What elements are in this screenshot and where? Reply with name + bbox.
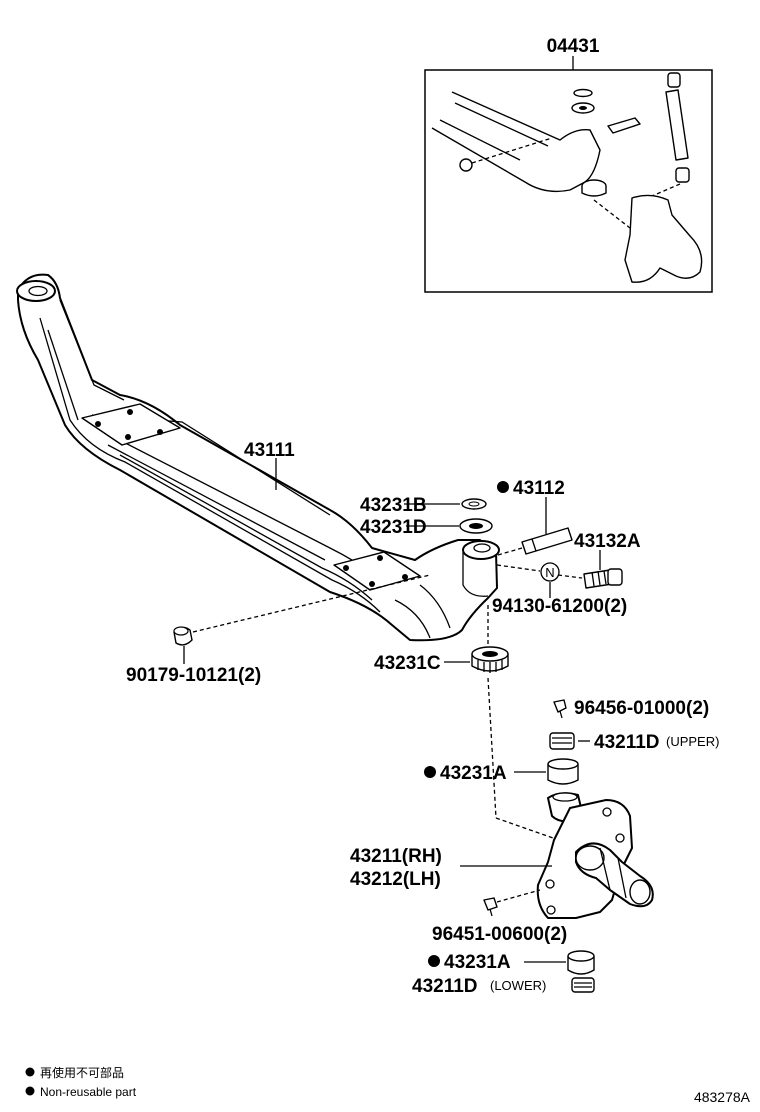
thrust-bearing (471, 646, 509, 673)
grease-fitting-upper (553, 699, 567, 719)
front-axle-beam (16, 273, 500, 642)
label-cap: 90179-10121(2) (126, 665, 261, 686)
legend: 再使用不可部品 Non-reusable part (25, 1065, 137, 1099)
non-reusable-marker-king-pin (497, 481, 509, 493)
cap-90179 (173, 626, 193, 646)
legend-japanese: 再使用不可部品 (40, 1065, 124, 1080)
inset-king-pin (607, 117, 641, 134)
label-bushing-a-lower: 43231A (444, 952, 511, 973)
spring-seat-left (81, 403, 181, 446)
nut-marker (540, 562, 560, 582)
label-lock-pin: 43132A (574, 531, 641, 552)
shim-43231b (461, 498, 487, 510)
steering-knuckle (536, 792, 654, 919)
illustration-ref: 483278A (694, 1089, 751, 1105)
label-grease-fitting-upper: 96456-01000(2) (574, 698, 709, 719)
label-bearing: 43231C (374, 653, 441, 674)
legend-english: Non-reusable part (40, 1085, 137, 1099)
inset-kit-box: 04431 (424, 36, 713, 293)
inset-knuckle (624, 194, 703, 283)
label-bushing-upper-qualifier: (UPPER) (666, 734, 719, 749)
bushing-a-lower (567, 950, 595, 975)
bushing-lower (571, 977, 595, 993)
bushing-upper (549, 732, 575, 750)
inset-long-pin (665, 89, 689, 161)
bushing-a-upper (547, 758, 579, 785)
shim-43231d (459, 518, 493, 534)
label-shim-b: 43231B (360, 495, 427, 516)
lock-pin-bolt (583, 568, 623, 589)
label-knuckle-rh: 43211(RH) (350, 846, 442, 867)
label-axle-beam: 43111 (244, 440, 295, 461)
non-reusable-marker-bushing-lower (428, 955, 440, 967)
inset-plug (459, 158, 473, 172)
label-knuckle-lh: 43212(LH) (350, 869, 441, 890)
label-bushing-a-upper: 43231A (440, 763, 507, 784)
legend-marker-japanese (25, 1067, 35, 1077)
label-king-pin: 43112 (513, 478, 565, 499)
nut-marker-letter: N (545, 565, 554, 580)
inset-axle-beam (431, 91, 601, 193)
label-lock-pin-nut: 94130-61200(2) (492, 596, 627, 617)
grease-fitting-knuckle (483, 897, 498, 917)
non-reusable-marker-bushing-upper (424, 766, 436, 778)
label-bushing-lower: 43211D (412, 976, 478, 997)
inset-shim-b (573, 88, 593, 98)
label-grease-fitting-knuckle: 96451-00600(2) (432, 924, 567, 945)
inset-top-cap (667, 72, 681, 88)
inset-kit-number: 04431 (547, 36, 600, 57)
label-bushing-upper: 43211D (594, 732, 660, 753)
king-pin (521, 527, 573, 555)
legend-marker-english (25, 1086, 35, 1096)
label-shim-d: 43231D (360, 517, 427, 538)
label-bushing-lower-qualifier: (LOWER) (490, 978, 546, 993)
spring-seat-right (333, 551, 421, 591)
inset-bottom-cap (675, 167, 690, 183)
